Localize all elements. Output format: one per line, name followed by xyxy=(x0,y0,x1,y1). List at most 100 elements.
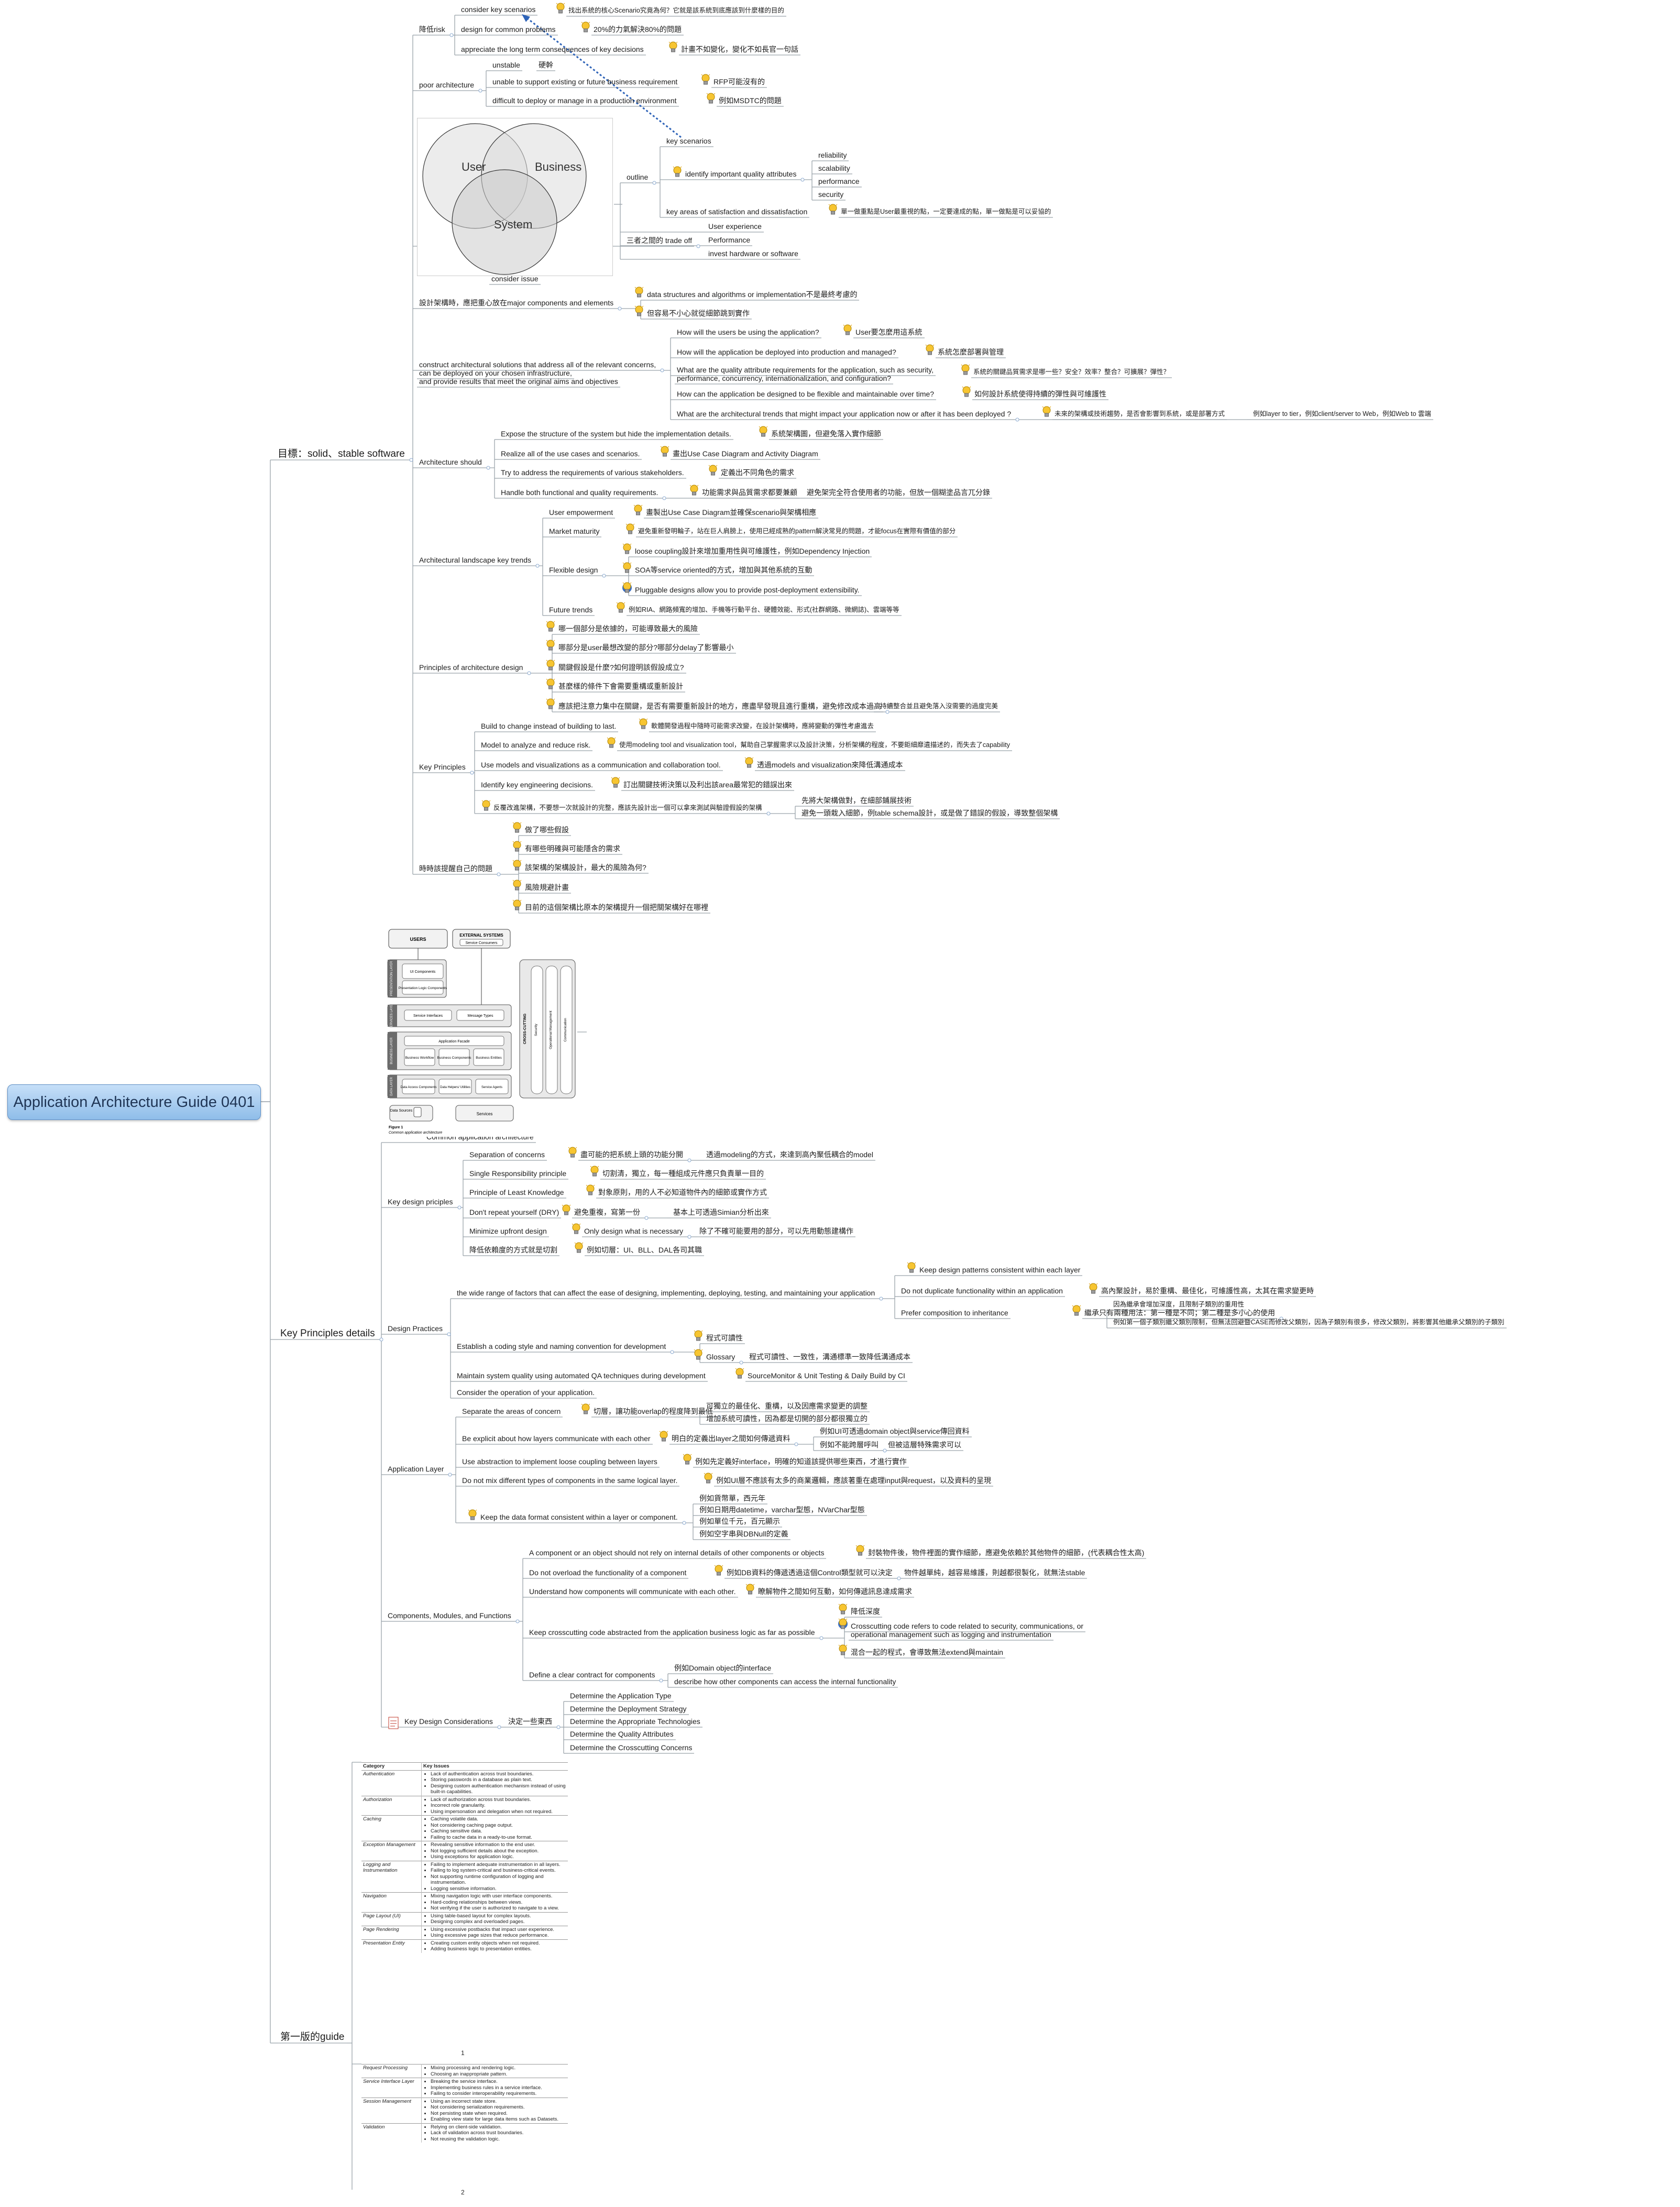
topic-n163[interactable]: Determine the Application Type xyxy=(570,1692,672,1700)
topic-n30[interactable]: data structures and algorithms or implem… xyxy=(647,290,858,299)
topic-n12[interactable]: RFP可能沒有的 xyxy=(713,78,765,86)
topic-n150[interactable]: 物件越單純，越容易維護，則越都很製化，就無法stable xyxy=(904,1568,1085,1577)
topic-n154[interactable]: 降低深度 xyxy=(851,1607,880,1616)
topic-n146[interactable]: A component or an object should not rely… xyxy=(529,1549,825,1557)
topic-n60[interactable]: Market maturity xyxy=(549,527,600,535)
topic-n4[interactable]: design for common problems xyxy=(461,25,556,34)
topic-n144[interactable]: 例如空字串與DBNull的定義 xyxy=(699,1530,788,1538)
topic-n136[interactable]: Use abstraction to implement loose coupl… xyxy=(462,1457,657,1466)
topic-n26[interactable]: Performance xyxy=(708,236,751,244)
topic-n64[interactable]: SOA等service oriented的方式，增加與其他系統的互動 xyxy=(635,566,812,574)
topic-n117[interactable]: 因為繼承會增加深度，且限制子類別的重用性 xyxy=(1113,1301,1245,1308)
topic-n107[interactable]: 除了不確可能要用的部分，可以先用動態建構作 xyxy=(699,1227,853,1235)
topic-n101[interactable]: 對象原則，用的人不必知道物件內的細節或實作方式 xyxy=(598,1188,767,1196)
topic-n166[interactable]: Determine the Quality Attributes xyxy=(570,1730,674,1738)
topic-n84[interactable]: 反覆改進架構，不要想一次就設計的完整，應該先設計出一個可以拿來測試與驗證假設的架… xyxy=(493,804,762,811)
topic-n108[interactable]: 降低依賴度的方式就是切割 xyxy=(469,1246,557,1254)
topic-n71[interactable]: 關鍵假設是什麼?如何證明該假設成立? xyxy=(558,663,684,672)
topic-n102[interactable]: Don't repeat yourself (DRY) xyxy=(469,1208,559,1216)
topic-n21[interactable]: security xyxy=(818,190,844,199)
topic-n152[interactable]: 瞭解物件之間如何互動，如何傳遞訊息達成需求 xyxy=(758,1587,912,1596)
topic-n165[interactable]: Determine the Appropriate Technologies xyxy=(570,1717,700,1726)
topic-n6[interactable]: appreciate the long term consequences of… xyxy=(461,45,644,53)
topic-n54[interactable]: Handle both functional and quality requi… xyxy=(501,488,658,497)
topic-n120[interactable]: 程式可讀性 xyxy=(706,1334,743,1342)
topic-n23[interactable]: 單一做重點是User最重視的點，一定要達成的點，單一做點是可以妥協的 xyxy=(841,208,1051,215)
topic-n82[interactable]: Identify key engineering decisions. xyxy=(481,781,594,789)
topic-n119[interactable]: Establish a coding style and naming conv… xyxy=(457,1342,666,1350)
topic-n109[interactable]: 例如切層：UI、BLL、DAL各司其職 xyxy=(587,1246,702,1254)
topic-n45[interactable]: 未來的架構或技術趨勢，是否會影響到系統，或是部署方式 xyxy=(1055,410,1225,418)
topic-n76[interactable]: Build to change instead of building to l… xyxy=(481,722,617,730)
topic-n159[interactable]: 例如Domain object的interface xyxy=(674,1664,772,1672)
topic-n61[interactable]: 避免重新發明輪子，站在巨人肩膀上，使用已經成熟的pattern解決常見的問題，才… xyxy=(638,528,956,535)
topic-n29[interactable]: 設計架構時，應把重心放在major components and element… xyxy=(419,299,614,307)
topic-n123[interactable]: Maintain system quality using automated … xyxy=(457,1371,706,1380)
topic-n116[interactable]: 繼承只有兩種用法：第一種是不同；第二種是多小心的使用 xyxy=(1084,1309,1275,1317)
topic-n52[interactable]: Try to address the requirements of vario… xyxy=(501,468,684,477)
topic-n124[interactable]: SourceMonitor & Unit Testing & Daily Bui… xyxy=(748,1371,905,1380)
topic-n31[interactable]: 但容易不小心就從細節跳到實作 xyxy=(647,309,750,317)
topic-n151[interactable]: Understand how components will communica… xyxy=(529,1587,736,1596)
topic-n134[interactable]: 例如不能跨層呼叫 xyxy=(820,1441,879,1449)
topic-n164[interactable]: Determine the Deployment Strategy xyxy=(570,1705,687,1713)
topic-n25[interactable]: User experience xyxy=(708,222,762,230)
topic-n95[interactable]: Separation of concerns xyxy=(469,1150,545,1159)
topic-n77[interactable]: 軟體開發過程中隨時可能需求改變，在設計架構時，應將變動的彈性考慮進去 xyxy=(651,722,874,730)
topic-n135[interactable]: 但被這層特殊需求可以 xyxy=(888,1441,961,1449)
topic-n153[interactable]: Keep crosscutting code abstracted from t… xyxy=(529,1628,815,1637)
topic-n157[interactable]: 混合一起的程式，會導致無法extend與maintain xyxy=(851,1648,1003,1656)
topic-n90[interactable]: 該架構的架構設計，最大的風險為何? xyxy=(525,863,646,872)
topic-n57[interactable]: Architectural landscape key trends xyxy=(419,556,531,564)
topic-n63[interactable]: loose coupling設計來增加重用性與可維護性，例如Dependency… xyxy=(635,547,870,555)
topic-n74[interactable]: 持續整合並且避免落入沒需要的過度完美 xyxy=(880,702,998,710)
topic-n24[interactable]: 三者之間的 trade off xyxy=(627,236,693,245)
topic-n79[interactable]: 使用modeling tool and visualization tool，幫… xyxy=(619,741,1010,749)
topic-n7[interactable]: 計畫不如變化，變化不如長官一句話 xyxy=(681,45,798,53)
topic-n13[interactable]: difficult to deploy or manage in a produ… xyxy=(492,96,677,105)
topic-n132[interactable]: 明白的定義出layer之間如何傳遞資料 xyxy=(672,1434,790,1443)
topic-n5[interactable]: 20%的力氣解決80%的問題 xyxy=(594,25,682,34)
topic-n160[interactable]: describe how other components can access… xyxy=(674,1677,896,1686)
topic-n87[interactable]: 時時該提醒自己的問題 xyxy=(419,864,492,873)
topic-n80[interactable]: Use models and visualizations as a commu… xyxy=(481,761,721,769)
topic-n143[interactable]: 例如單位千元，百元顯示 xyxy=(699,1517,780,1525)
topic-n89[interactable]: 有哪些明確與可能隱含的需求 xyxy=(525,844,620,853)
topic-b1[interactable]: 目標：solid、stable software xyxy=(278,448,405,459)
topic-n142[interactable]: 例如日期用datetime，varchar型態，NVarChar型態 xyxy=(699,1506,865,1514)
topic-n91[interactable]: 風險規避計畫 xyxy=(525,883,569,892)
topic-n62[interactable]: Flexible design xyxy=(549,566,598,574)
topic-n139[interactable]: 例如UI層不應該有太多的商業邏輯，應該著重在處理input與request，以及… xyxy=(716,1476,992,1485)
topic-n69[interactable]: 哪一個部分是依據的，可能導致最大的風險 xyxy=(558,624,698,633)
topic-n147[interactable]: 封裝物件後，物件裡面的實作細節，應避免依賴於其他物件的細節，(代表耦合性太高) xyxy=(868,1549,1145,1557)
topic-n35[interactable]: How will the users be using the applicat… xyxy=(677,328,819,336)
topic-n51[interactable]: 畫出Use Case Diagram and Activity Diagram xyxy=(673,449,818,458)
topic-n48[interactable]: Expose the structure of the system but h… xyxy=(501,430,731,438)
topic-n158[interactable]: Define a clear contract for components xyxy=(529,1671,655,1679)
topic-n105[interactable]: Minimize upfront design xyxy=(469,1227,547,1235)
topic-n75[interactable]: Key Principles xyxy=(419,763,466,771)
topic-n161[interactable]: Key Design Considerations xyxy=(404,1717,493,1726)
topic-n8[interactable]: poor architecture xyxy=(419,81,475,89)
topic-n137[interactable]: 例如先定義好interface，明確的知道該提供哪些東西，才進行實作 xyxy=(695,1457,907,1466)
topic-n126[interactable]: Application Layer xyxy=(388,1465,444,1473)
topic-n28[interactable]: consider issue xyxy=(491,274,539,283)
topic-n106[interactable]: Only design what is necessary xyxy=(584,1227,684,1235)
topic-n125[interactable]: Consider the operation of your applicati… xyxy=(457,1388,595,1397)
topic-n155[interactable]: Crosscutting code refers to code related… xyxy=(851,1622,1084,1630)
topic-n37[interactable]: How will the application be deployed int… xyxy=(677,348,896,356)
topic-n127[interactable]: Separate the areas of concern xyxy=(462,1407,561,1415)
topic-b3[interactable]: 第一版的guide xyxy=(280,2032,345,2043)
topic-n39[interactable]: What are the quality attribute requireme… xyxy=(677,366,934,374)
topic-n122[interactable]: 程式可讀性、一致性，溝通標準一致降低溝通成本 xyxy=(749,1353,910,1361)
topic-n162[interactable]: 決定一些東西 xyxy=(508,1717,552,1726)
topic-n121[interactable]: Glossary xyxy=(706,1353,735,1361)
topic-n88[interactable]: 做了哪些假設 xyxy=(525,826,569,834)
topic-n138[interactable]: Do not mix different types of components… xyxy=(462,1476,678,1485)
topic-n81[interactable]: 透過models and visualization來降低溝通成本 xyxy=(757,761,903,769)
topic-n38[interactable]: 系統怎麼部署與管理 xyxy=(938,348,1004,356)
topic-n118[interactable]: 例如第一個子類別繼父類別限制，但無法回避暨CASE而修改父類別，因為子類別有很多… xyxy=(1113,1319,1505,1326)
topic-n140[interactable]: Keep the data format consistent within a… xyxy=(480,1513,678,1521)
topic-n96[interactable]: 盡可能的把系統上頭的功能分開 xyxy=(580,1150,683,1159)
topic-n92[interactable]: 目前的這個架構比原本的架構提升一個把關架構好在哪裡 xyxy=(525,903,708,912)
